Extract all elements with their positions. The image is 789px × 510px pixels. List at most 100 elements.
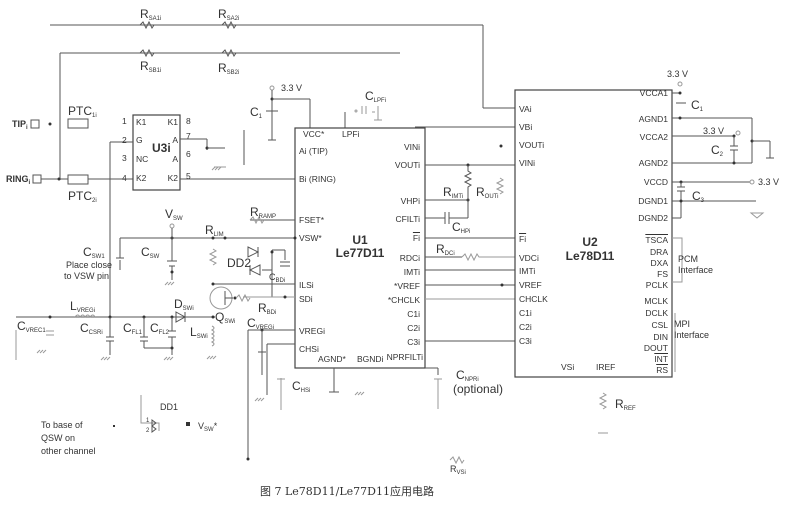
u2-pin: CHCLK [519,294,548,304]
u3-pin-num: 5 [186,171,191,181]
u2-pin: Fi [519,234,527,244]
label-rlim: RLIM [205,223,224,238]
u2-pin: FS [657,269,668,279]
u1-pin: VINi [403,142,420,152]
u2-pin: MCLK [644,296,668,306]
u2-pin: VCCD [643,177,668,187]
u2-pin: C3i [519,336,532,346]
u2-pin: VOUTi [519,140,545,150]
u3-box [132,114,181,191]
u1-pin: VOUTi [394,160,420,170]
u2-pin: DXA [650,258,668,268]
label-chs: CHSi [292,379,311,394]
label-c3: C3 [692,189,705,204]
u3-pin-num: 6 [186,149,191,159]
ptc2 [67,174,89,185]
u1-pin: C1i [407,309,420,319]
dd1-pin-2: 2 [146,428,150,434]
label-vsw-star: VSW* [198,421,218,434]
label-cbd: CBDi [269,272,286,285]
u3-pin-num: 7 [186,131,191,141]
u1-pin: C3i [407,337,420,347]
u2-pin: DGND2 [638,213,668,223]
qsw-note-1: To base of [41,420,83,430]
u2-pin: DIN [653,332,668,342]
label-rsa2: RSA2i [218,7,240,22]
u2-pin: C2i [519,322,532,332]
label-rbd: RBDi [258,301,277,316]
u1-part: Le77D11 [335,246,385,260]
label-ccsr: CCSRi [80,321,103,336]
u2-pin: PCLK [645,280,668,290]
u2-pin: CSL [651,320,668,330]
label-lvreg: LVREGi [70,299,96,314]
pcm-interface-1: PCM [678,254,698,264]
csw1-note-2: to VSW pin [64,271,110,281]
u1-pin: Fi [412,233,420,243]
label-rout: ROUTi [476,185,499,200]
u2-pin: DCLK [645,308,668,318]
resistor-rsa1 [139,20,155,30]
supply-3v3-vcca2: 3.3 V [703,126,725,136]
u1-pin: *VREF [394,281,420,291]
u1-pin: NPRFILTi [386,352,423,362]
label-ptc2: PTC2i [68,189,97,204]
cnpr-note: (optional) [453,382,504,396]
u1-pin: VHPi [400,196,420,206]
u1-pin: Bi (RING) [299,174,336,184]
resistor-rsa2 [221,20,237,30]
u2-pin: DRA [650,247,668,257]
supply-3v3-u1: 3.3 V [281,83,303,93]
u2-pin: IREF [596,362,616,372]
u1-pin: VREGi [299,326,325,336]
u1-ref: U1 [352,233,368,247]
u2-pin: DOUT [643,343,668,353]
u2-pin: IMTi [519,266,536,276]
label-cvrec1: CVREC1 [17,319,46,334]
label-rsb2: RSB2i [218,61,240,76]
u2-pin: INT [654,354,668,364]
u1-box [294,127,426,369]
resistor-rsb2 [221,48,237,58]
label-rramp: RRAMP [250,205,277,220]
u3-pin-label: A [172,154,178,164]
u1-pin: LPFi [342,129,360,139]
u2-pin: VSi [561,362,575,372]
supply-3v3-vccd: 3.3 V [758,177,780,187]
label-cnpr: CNPRi [456,368,479,383]
u2-pin: RS [656,365,668,375]
u1-pin: CHSi [299,344,319,354]
mpi-interface-2: Interface [674,330,710,340]
u3-pin-num: 2 [122,135,127,145]
label-dd1: DD1 [160,402,179,412]
u2-pin: DGND1 [638,196,668,206]
u2-pin: C1i [519,308,532,318]
u1-pin: RDCi [399,253,420,263]
label-rsb1: RSB1i [140,59,162,74]
u1-pin: VSW* [299,233,322,243]
label-rref: RREF [615,397,636,412]
u2-pin: VINi [519,158,536,168]
pcm-interface-2: Interface [678,265,714,275]
u2-pin: VREF [519,280,542,290]
tip-terminal [30,119,40,129]
label-csw1: CSW1 [83,245,105,260]
u1-pin: IMTi [403,267,420,277]
resistor-rsb1 [139,48,155,58]
u1-pin: C2i [407,323,420,333]
u2-pin: VDCi [519,253,539,263]
u3-pin-num: 1 [122,116,127,126]
u3-pin-num: 8 [186,116,191,126]
label-vsw: VSW [165,207,183,222]
u2-part: Le78D11 [565,249,615,263]
u1-pin: SDi [299,294,313,304]
dd1-pin-1: 1 [146,418,150,424]
u2-pin: VBi [519,122,533,132]
label-cfl1: CFL1 [123,321,143,336]
label-clpf: CLPFi [365,89,387,104]
u3-pin-label: G [136,135,143,145]
mpi-interface-1: MPI [674,319,691,329]
label-lsw: LSWi [190,325,208,340]
u1-pin: *CHCLK [387,295,420,305]
